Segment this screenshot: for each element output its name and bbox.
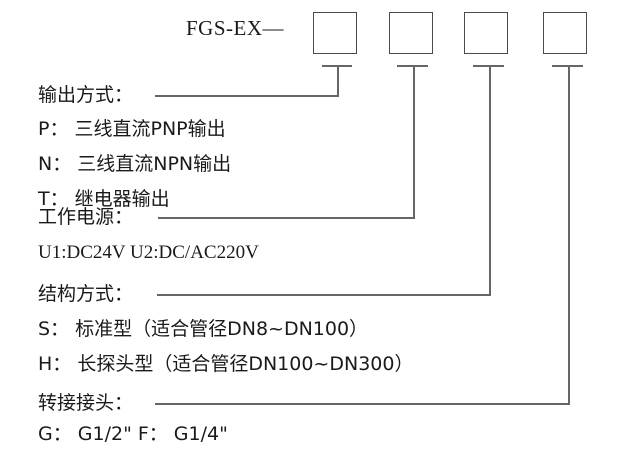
code-box-1[interactable] <box>313 12 357 54</box>
leader-vertical-3 <box>489 65 491 295</box>
leader-horizontal-2 <box>158 217 415 219</box>
leader-horizontal-1 <box>155 95 339 97</box>
leader-cap-4 <box>552 65 583 67</box>
code-box-2[interactable] <box>389 12 433 54</box>
leader-cap-2 <box>397 65 428 67</box>
leader-cap-3 <box>473 65 504 67</box>
leader-horizontal-3 <box>157 294 491 296</box>
option-structure-long-probe: H： 长探头型（适合管径DN100~DN300） <box>38 353 414 375</box>
code-box-4[interactable] <box>543 12 587 54</box>
section-structure-type-heading: 结构方式： <box>38 283 134 305</box>
leader-vertical-2 <box>413 65 415 218</box>
option-output-mode-t: T： 继电器输出 <box>38 188 170 210</box>
model-prefix-label: FGS-EX— <box>186 16 285 40</box>
leader-horizontal-4 <box>155 403 570 405</box>
option-output-mode-p: P： 三线直流PNP输出 <box>38 118 226 140</box>
option-power-supply-values: U1:DC24V U2:DC/AC220V <box>38 242 259 263</box>
leader-vertical-4 <box>568 65 570 404</box>
option-output-mode-n: N： 三线直流NPN输出 <box>38 153 232 175</box>
leader-vertical-1 <box>337 65 339 96</box>
code-box-3[interactable] <box>464 12 508 54</box>
section-output-mode-heading: 输出方式： <box>38 84 134 106</box>
option-adapter-thread-sizes: G： G1/2" F： G1/4" <box>38 423 228 445</box>
section-power-supply-heading: 工作电源： <box>38 206 134 228</box>
option-structure-standard: S： 标准型（适合管径DN8~DN100） <box>38 318 369 340</box>
section-adapter-joint-heading: 转接接头： <box>38 392 134 414</box>
